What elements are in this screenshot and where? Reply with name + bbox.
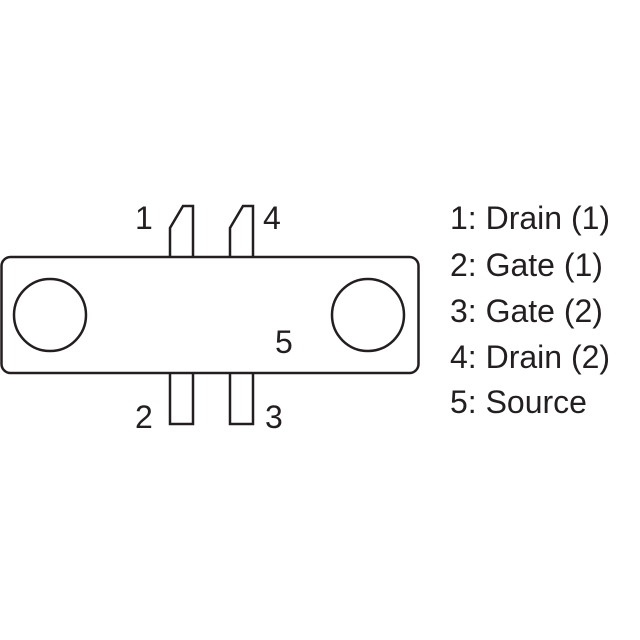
pin-label-5: 5 xyxy=(275,324,293,360)
lead-4-drain xyxy=(228,204,255,257)
pin-label-4: 4 xyxy=(263,200,281,236)
legend-item-4: 4: Drain (2) xyxy=(450,339,610,375)
lead-3-gate xyxy=(228,373,255,426)
pin-legend: 1: Drain (1) 2: Gate (1) 3: Gate (2) 4: … xyxy=(450,200,610,420)
lead-2-gate xyxy=(168,373,195,426)
pin-label-3: 3 xyxy=(265,399,283,435)
legend-item-2: 2: Gate (1) xyxy=(450,247,603,283)
legend-item-3: 3: Gate (2) xyxy=(450,293,603,329)
package-body xyxy=(0,255,420,375)
mounting-hole-left xyxy=(12,277,88,353)
pin-label-1: 1 xyxy=(135,200,153,236)
pin-label-2: 2 xyxy=(135,399,153,435)
legend-item-5: 5: Source xyxy=(450,384,587,420)
mounting-hole-right xyxy=(330,277,406,353)
legend-item-1: 1: Drain (1) xyxy=(450,200,610,236)
lead-1-drain xyxy=(168,204,195,257)
